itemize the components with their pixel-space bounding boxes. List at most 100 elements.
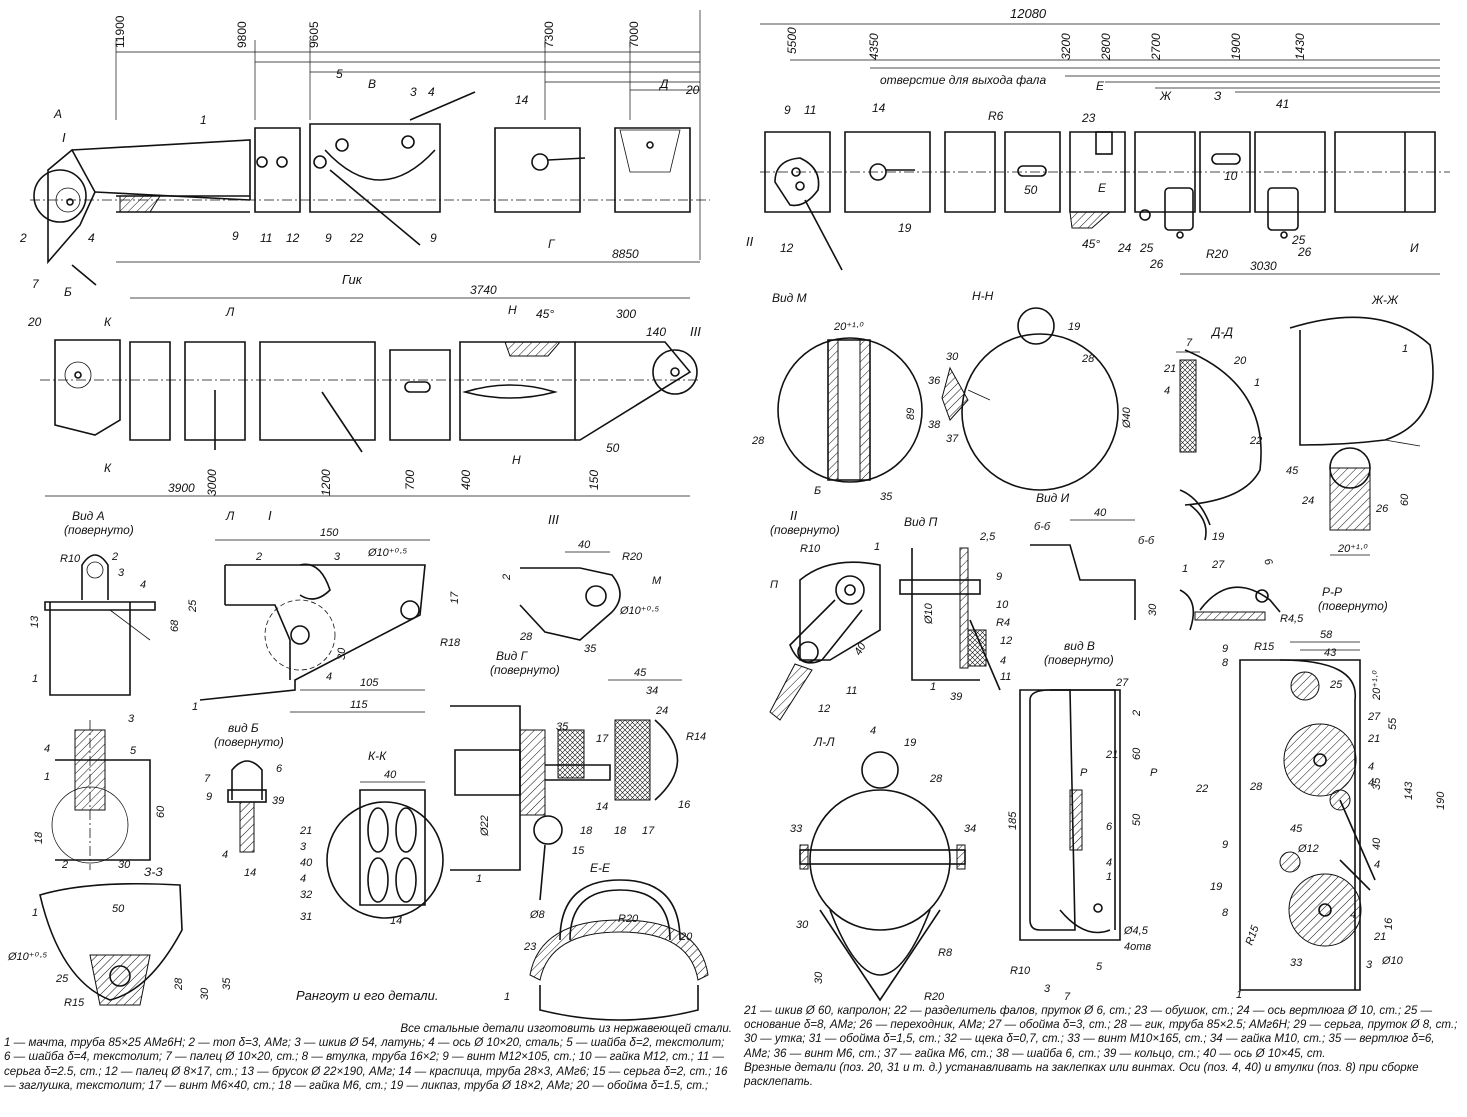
section-dd-d7: 7 [1186, 337, 1193, 349]
view-g-part-18: 18 [580, 825, 593, 837]
boom-dim-150: 150 [587, 470, 601, 490]
swivel-part-3: 3 [1366, 959, 1373, 971]
mast-part-14: 14 [515, 93, 529, 107]
view-v-subtitle: (повернуто) [1044, 653, 1114, 667]
swivel-part-27: 27 [1367, 711, 1381, 723]
legend-right-text: 21 — шкив Ø 60, капролон; 22 — разделите… [744, 1004, 1458, 1060]
node-i-part-4: 4 [326, 671, 332, 683]
nn-part-19: 19 [1068, 321, 1080, 333]
node-i-part-3: 3 [334, 551, 341, 563]
node-ii-title: II [790, 508, 798, 523]
view-i-title: Вид И [1036, 491, 1070, 505]
view-v-d7: 7 [1064, 991, 1071, 1003]
section-ll-title: Л-Л [813, 735, 835, 749]
view-m-d20: 20⁺¹·⁰ [833, 321, 864, 333]
strip-part-11: 11 [804, 103, 816, 117]
view-a-part-1: 1 [32, 673, 38, 685]
view-b-part-6: 6 [276, 763, 283, 775]
boom-total-3740: 3740 [470, 283, 497, 297]
nn-part-36: 36 [928, 375, 941, 387]
view-g-d35: 35 [556, 721, 569, 733]
view-v-r10: R10 [1010, 965, 1031, 977]
head-d60: 60 [155, 805, 167, 818]
strip-e2: Е [1098, 181, 1107, 195]
mast-label-b: Б [64, 285, 72, 299]
view-i-b6: б-б [1034, 521, 1051, 533]
swivel-part-8b: 8 [1222, 907, 1229, 919]
node-ii-r10: R10 [800, 543, 821, 555]
mast-part-2: 2 [19, 231, 27, 245]
node-i-phi10: Ø10⁺⁰·⁵ [367, 547, 408, 559]
mast-dim-11900: 11900 [113, 15, 127, 48]
view-b-d4: 4 [222, 849, 228, 861]
strip-part-9: 9 [784, 103, 791, 117]
view-m-d89: 89 [905, 408, 917, 420]
right-total-12080: 12080 [1010, 6, 1047, 21]
view-b-part-7: 7 [204, 773, 211, 785]
swivel-d25: 25 [1329, 679, 1343, 691]
mast-label-g: Г [548, 237, 556, 251]
boom-label-n2: Н [512, 453, 521, 467]
drawing-caption: Рангоут и его детали. [296, 988, 438, 1003]
view-v-p1: Р [1080, 767, 1088, 779]
view-v-part-6: 6 [1106, 821, 1113, 833]
mast-drawing: 11900 9800 9605 7300 7000 А Б I [19, 10, 710, 299]
view-g-d45: 45 [634, 667, 647, 679]
ll-part-19: 19 [904, 737, 916, 749]
view-g-part-17: 17 [596, 733, 609, 745]
mast-part-4: 4 [88, 231, 95, 245]
section-nn-phi40: Ø40 [1121, 406, 1133, 429]
swivel-part-4d: 4 [1350, 909, 1356, 921]
head-part-1: 1 [44, 771, 50, 783]
node-iii-title: III [548, 512, 559, 527]
swivel-part-8: 8 [1222, 657, 1229, 669]
node-iii-d40: 40 [578, 539, 591, 551]
mast-head-section: 3 4 5 1 2 60 18 30 [33, 713, 167, 871]
section-zhzh-title: Ж-Ж [1371, 293, 1399, 307]
mast-part-11: 11 [260, 231, 272, 245]
swivel-d33: 33 [1290, 957, 1303, 969]
swivel-d20: 20⁺¹·⁰ [1371, 670, 1383, 701]
right-dim-5500: 5500 [785, 27, 799, 54]
ll-part-33: 33 [790, 823, 803, 835]
view-b-part-39: 39 [272, 795, 284, 807]
swivel-phi12: Ø12 [1297, 843, 1319, 855]
swivel-part-21: 21 [1367, 733, 1380, 745]
view-g-part-18b: 18 [614, 825, 627, 837]
swivel-d58: 58 [1320, 629, 1333, 641]
right-label-hole: отверстие для выхода фала [880, 73, 1046, 87]
boom-label-k2: К [104, 461, 112, 475]
swivel-detail: 58 43 R15 25 20⁺¹·⁰ 55 143 190 35 45 40 … [1195, 629, 1447, 1001]
swivel-part-22: 22 [1195, 783, 1208, 795]
view-v-part-21: 21 [1105, 749, 1118, 761]
mast-label-a: А [53, 107, 62, 121]
mast-part-20: 20 [685, 83, 700, 97]
strip-part-25: 25 [1139, 241, 1154, 255]
node-ii: II (повернуто) R10 40 1 11 12 П [769, 508, 881, 721]
node-ii-p: П [770, 579, 778, 591]
view-g-part-16: 16 [678, 799, 691, 811]
section-zhzh-d45: 45 [1286, 465, 1299, 477]
dd-part-1: 1 [1254, 377, 1260, 389]
view-p: Вид П 2,5 Ø10 R4 9 10 12 4 11 1 39 [899, 515, 1012, 703]
strip-d45: 45° [1082, 237, 1100, 251]
swivel-d16: 16 [1383, 917, 1395, 930]
view-p-part-1: 1 [930, 681, 936, 693]
mast-part-1: 1 [200, 113, 207, 127]
boom-dim-3000: 3000 [205, 469, 219, 496]
node-i-d68: 68 [169, 619, 181, 632]
mast-part-12: 12 [286, 231, 300, 245]
boom-label-k: К [104, 315, 112, 329]
view-v-d60: 60 [1131, 747, 1143, 760]
boom-drawing: Гик 3740 20 К К Л Л Н Н 45° 300 140 III … [27, 272, 701, 523]
swivel-part-19: 19 [1210, 881, 1222, 893]
view-g-part-17b: 17 [642, 825, 655, 837]
swivel-part-4b: 4 [1368, 777, 1374, 789]
legend-right: 21 — шкив Ø 60, капролон; 22 — разделите… [744, 1004, 1464, 1089]
view-i-b6b: б-б [1138, 535, 1155, 547]
node-ii-part-11: 11 [846, 685, 857, 697]
view-a: Вид А (повернуто) R10 4 13 2 3 1 [29, 509, 156, 696]
dd-part-22: 22 [1249, 435, 1262, 447]
view-b-subtitle: (повернуто) [214, 735, 284, 749]
